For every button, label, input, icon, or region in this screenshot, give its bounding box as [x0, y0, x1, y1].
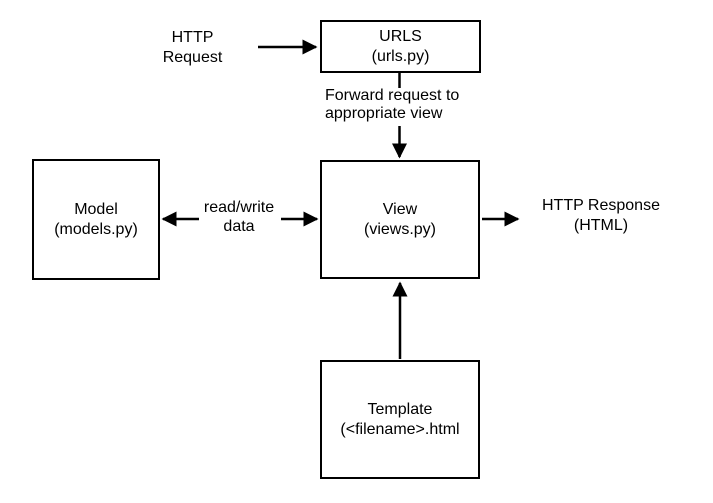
http-request-label-line2: Request — [162, 49, 223, 66]
view-box-filename: (views.py) — [363, 220, 436, 238]
read-write-data-label-line2: data — [223, 218, 255, 235]
model-box-filename: (models.py) — [54, 220, 138, 238]
model-box-title: Model — [74, 200, 118, 218]
view-box-title: View — [382, 200, 418, 218]
urls-box-title: URLS — [379, 27, 422, 45]
template-box-filename: (<filename>.html — [340, 420, 460, 438]
template-box: Template (<filename>.html — [320, 360, 480, 479]
http-response-label: HTTP Response (HTML) — [520, 196, 682, 236]
forward-request-label: Forward request to appropriate view — [325, 87, 459, 123]
urls-box: URLS (urls.py) — [320, 20, 481, 73]
http-response-label-line2: (HTML) — [573, 217, 629, 234]
view-box: View (views.py) — [320, 160, 480, 279]
model-box: Model (models.py) — [32, 159, 160, 280]
forward-request-label-line2: appropriate view — [325, 105, 443, 122]
template-box-title: Template — [367, 400, 433, 418]
urls-box-filename: (urls.py) — [371, 47, 430, 65]
read-write-data-label-line1: read/write — [203, 199, 275, 216]
http-request-label-line1: HTTP — [171, 29, 214, 46]
forward-request-label-line1: Forward request to — [325, 87, 460, 104]
read-write-data-label: read/write data — [195, 198, 283, 236]
http-request-label: HTTP Request — [140, 28, 245, 68]
http-response-label-line1: HTTP Response — [542, 197, 660, 214]
